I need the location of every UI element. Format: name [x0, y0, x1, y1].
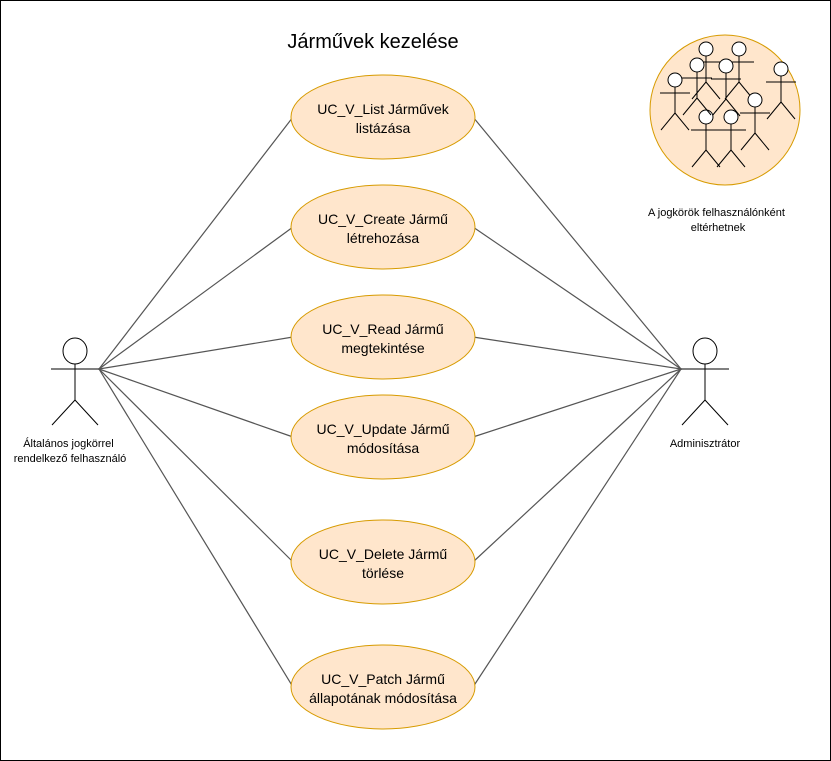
mini-actor-8 [682, 57, 712, 116]
mini-actor-7 [716, 109, 746, 168]
usecase-read-shape [290, 294, 476, 380]
association-right-update [472, 368, 682, 438]
actor-right [681, 337, 729, 426]
association-right-read [472, 336, 682, 370]
mini-actor-1 [724, 41, 754, 100]
actor-left-leg-left [51, 399, 76, 426]
usecase-patch-shape [290, 644, 476, 730]
actor-group-circle [649, 34, 801, 186]
actor-right-label: Adminisztrátor [670, 438, 741, 450]
usecase-delete-shape [290, 519, 476, 605]
association-left-read [98, 336, 294, 370]
usecase-list-shape [290, 74, 476, 160]
mini-actor-5 [766, 61, 796, 120]
actor-right-head [692, 337, 718, 365]
mini-actor-2 [711, 58, 741, 117]
association-left-list [98, 116, 294, 370]
usecase-create-shape [290, 184, 476, 270]
association-right-list [472, 116, 682, 370]
actor-left-label: Általános jogkörrel rendelkező felhaszná… [14, 437, 127, 465]
actor-right-leg-right [704, 399, 729, 426]
mini-actor-3 [660, 72, 690, 131]
association-left-delete [98, 368, 294, 563]
association-right-delete [472, 368, 682, 563]
association-left-create [98, 226, 294, 370]
association-left-update [98, 368, 294, 438]
actor-left [51, 337, 99, 426]
association-right-create [472, 226, 682, 370]
permissions-note: A jogkörök felhasználónként eltérhetnek [648, 207, 788, 234]
actor-group-icon [660, 41, 796, 168]
actor-left-head [62, 337, 88, 365]
diagram-title: Járművek kezelése [287, 31, 458, 53]
usecase-update-shape [290, 394, 476, 480]
association-left-patch [98, 368, 294, 688]
actor-right-leg-left [681, 399, 706, 426]
association-right-patch [472, 368, 682, 688]
actor-left-leg-right [74, 399, 99, 426]
mini-actor-4 [740, 92, 770, 151]
associations [98, 116, 682, 688]
